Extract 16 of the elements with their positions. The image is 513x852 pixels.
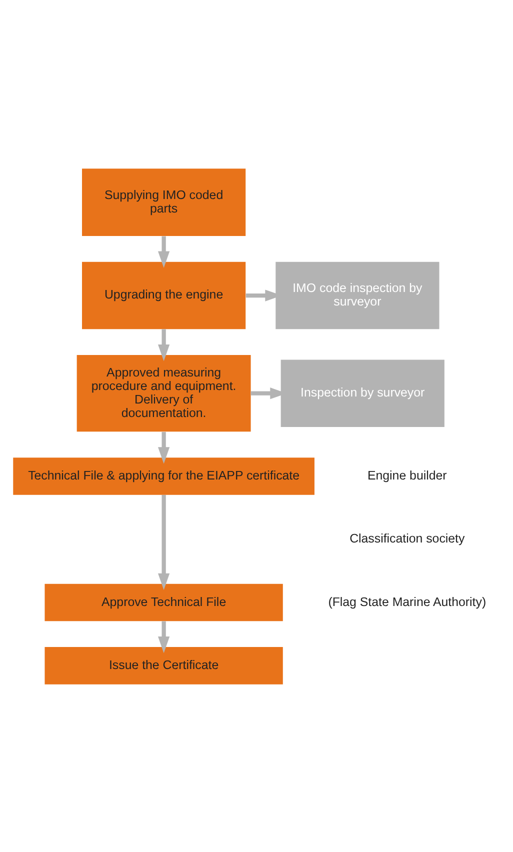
arrow <box>157 236 170 268</box>
node-box: Upgrading the engine <box>82 261 246 329</box>
arrow <box>157 494 170 590</box>
arrow <box>157 328 170 361</box>
node-box: IMO code inspection by surveyor <box>275 261 439 329</box>
label: (Flag State Marine Authority) <box>328 594 486 608</box>
node-box: Approved measuring procedure and equipment. Delivery of documentation. <box>76 354 250 432</box>
node-box: Technical File & applying for the EIAPP certificate <box>12 457 314 494</box>
arrow <box>157 431 170 464</box>
node-box: Issue the Certificate <box>44 646 282 684</box>
label: Classification society <box>349 531 464 546</box>
arrow <box>157 620 170 653</box>
node-box: Supplying IMO coded parts <box>82 168 246 236</box>
label: Engine builder <box>366 468 446 482</box>
node-box: Inspection by surveyor <box>280 359 444 427</box>
node-box: Approve Technical File <box>44 583 282 621</box>
